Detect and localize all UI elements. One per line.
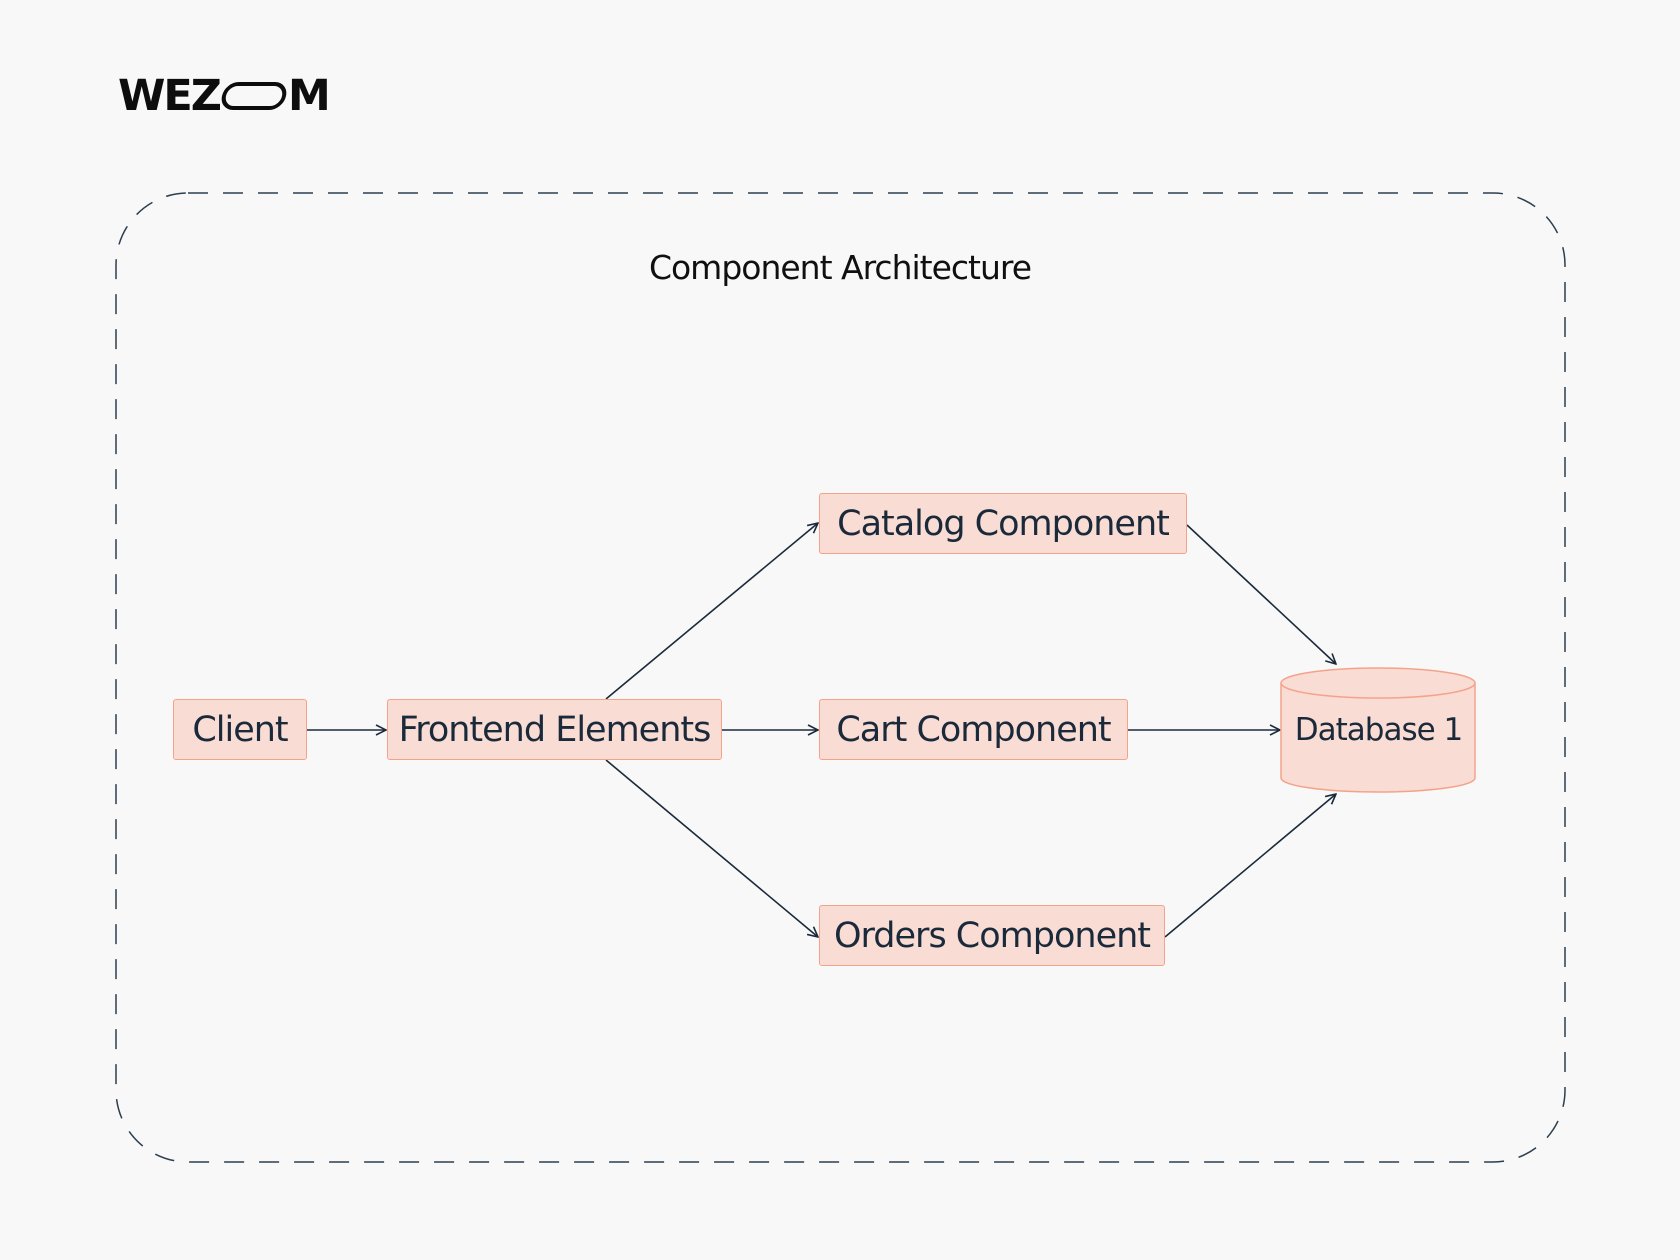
diagram-frame [115, 192, 1566, 1163]
node-catalog-component: Catalog Component [819, 493, 1187, 554]
edge-orders-database [1164, 794, 1336, 938]
edge-frontend-orders [605, 759, 818, 937]
logo-text-left: WEZ [118, 71, 222, 121]
node-cart-component: Cart Component [819, 699, 1128, 760]
node-orders-component: Orders Component [819, 905, 1165, 966]
diagram-title: Component Architecture [648, 248, 1032, 287]
logo-text-right: M [287, 71, 331, 121]
node-frontend-elements: Frontend Elements [387, 699, 722, 760]
wezom-logo: WEZ M [118, 71, 331, 121]
node-client: Client [173, 699, 307, 760]
edge-frontend-catalog [605, 523, 818, 700]
node-database-label: Database 1 [1294, 712, 1464, 748]
edge-catalog-database [1186, 524, 1336, 664]
database-cylinder-icon [1280, 667, 1476, 793]
